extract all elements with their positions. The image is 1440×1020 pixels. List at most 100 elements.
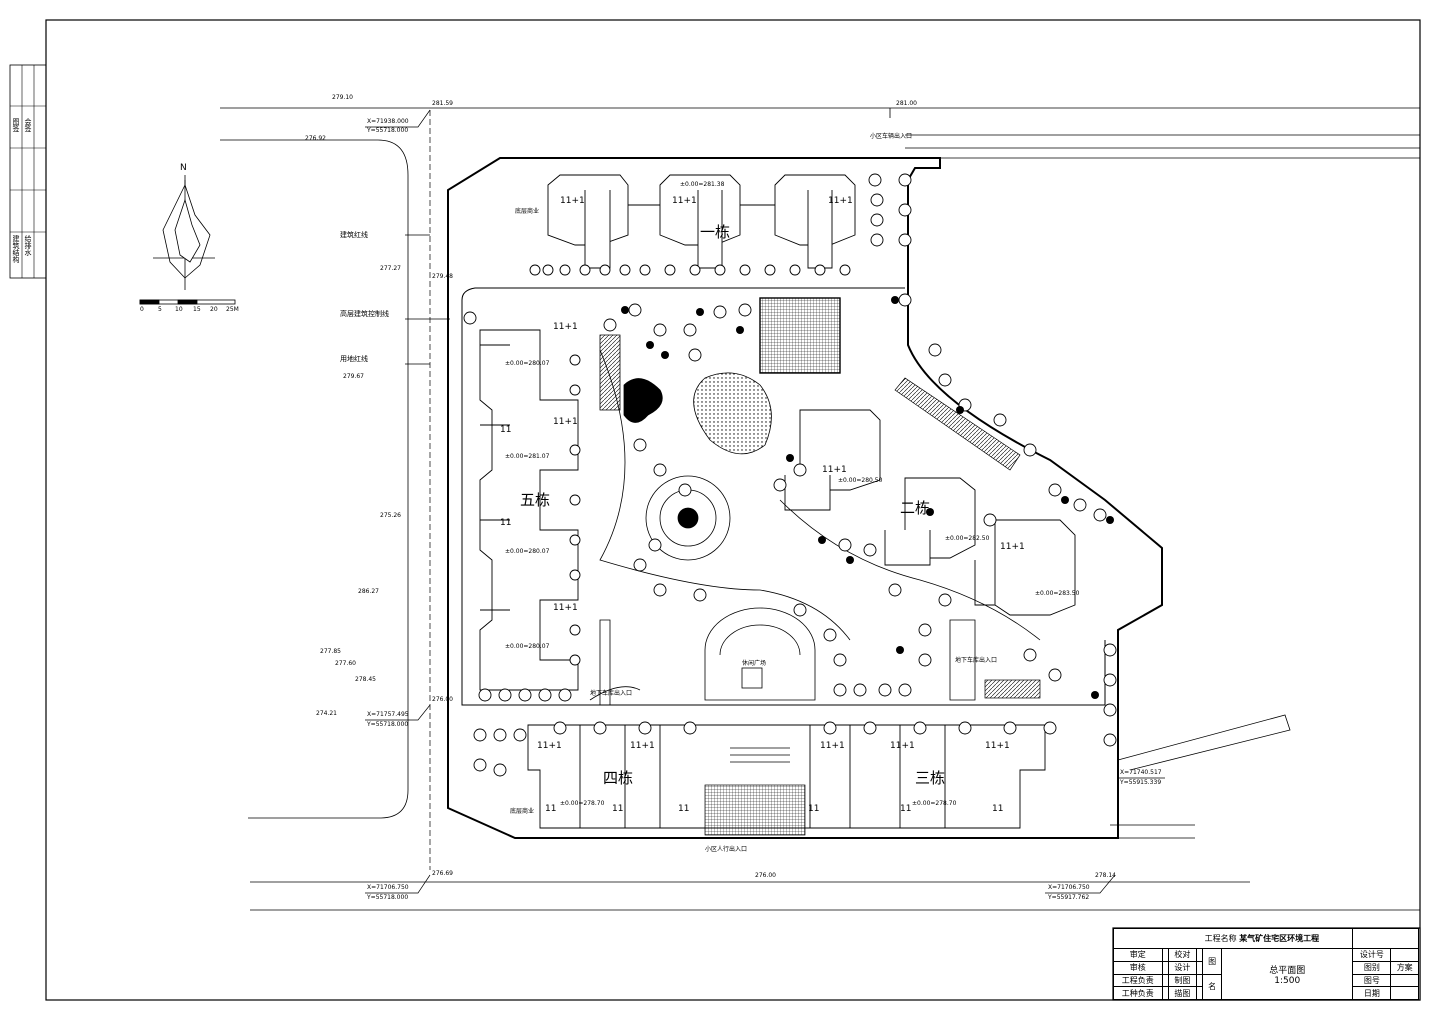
field-value	[1390, 986, 1419, 1000]
tower-floors: 11+1	[828, 196, 853, 206]
elevation-label: 276.69	[432, 870, 453, 877]
scale-bar	[139, 299, 236, 305]
west-level: ±0.00=280.07	[505, 643, 550, 650]
compass-rose	[153, 175, 215, 290]
south-unit: 11+1	[890, 741, 915, 751]
coord-y: Y=55915.339	[1120, 779, 1162, 786]
dark-trees	[621, 296, 1114, 699]
east-unit: 11+1	[822, 465, 847, 475]
block-five-label: 五栋	[520, 491, 551, 509]
field-label: 图号	[1352, 973, 1392, 988]
elevation-label: 281.00	[896, 100, 917, 107]
scale-tick: 20	[210, 306, 218, 313]
elevation-label: 278.45	[355, 676, 376, 683]
drawing-name: 总平面图	[1269, 965, 1306, 976]
elevation-label: 278.14	[1095, 872, 1116, 879]
title-block: 工程名称 某气矿住宅区环境工程 审定 校对 图 总平面图 1:500 设计号 审…	[1112, 928, 1419, 1000]
inner-boundary	[461, 287, 1106, 706]
legend-red-line-label: 建筑红线	[340, 231, 368, 239]
role-label: 制图	[1168, 973, 1197, 988]
field-label: 日期	[1352, 986, 1392, 1000]
role-label: 设计	[1168, 960, 1197, 975]
scale-tick: 15	[193, 306, 201, 313]
block-four-label: 四栋	[603, 769, 634, 787]
east-level: ±0.00=283.50	[1035, 590, 1080, 597]
strip-label-3: 建筑结构	[12, 235, 20, 263]
plaza-label: 休闲广场	[742, 660, 767, 667]
south-lower: 11	[612, 804, 624, 814]
legend-land-line-label: 用地红线	[340, 355, 368, 363]
elevation-label: 275.26	[380, 512, 401, 519]
scale-tick: 0	[140, 306, 144, 313]
west-unit: 11	[500, 425, 512, 435]
south-plaza-hatch	[704, 784, 806, 836]
south-unit: 11+1	[630, 741, 655, 751]
east-level: ±0.00=282.50	[945, 535, 990, 542]
south-lower: 11	[545, 804, 557, 814]
coord-x: X=71706.750	[1048, 884, 1090, 891]
strip-label-4: 给排水	[24, 235, 32, 256]
block-two-label: 二栋	[900, 499, 931, 517]
garage-right-label: 地下车库出入口	[955, 657, 998, 664]
drawing-border	[45, 19, 1421, 1001]
elevation-label: 274.21	[316, 710, 337, 717]
west-level: ±0.00=280.07	[505, 360, 550, 367]
left-signoff-strip	[9, 64, 47, 279]
south-steps	[730, 747, 790, 763]
east-unit: 11+1	[1000, 542, 1025, 552]
field-value	[1390, 948, 1419, 962]
coord-x: X=71938.000	[367, 118, 409, 125]
east-level: ±0.00=280.50	[838, 477, 883, 484]
south-level: ±0.00=278.70	[912, 800, 957, 807]
coord-y: Y=55917.762	[1048, 894, 1090, 901]
south-lower: 11	[900, 804, 912, 814]
elevation-label: 277.85	[320, 648, 341, 655]
elevation-label: 286.27	[358, 588, 379, 595]
legend-highrise-label: 高层建筑控制线	[340, 310, 389, 318]
south-lower: 11	[678, 804, 690, 814]
tower-floors: 11+1	[672, 196, 697, 206]
block-three-label: 三栋	[915, 769, 946, 787]
east-buildings	[784, 409, 1076, 616]
coord-x: X=71740.517	[1120, 769, 1162, 776]
legend-line-markers	[405, 110, 450, 870]
site-boundary	[447, 157, 1163, 839]
west-unit: 11+1	[553, 322, 578, 332]
project-name: 某气矿住宅区环境工程	[1239, 934, 1320, 943]
west-level: ±0.00=280.07	[505, 548, 550, 555]
diagonal-parking	[894, 377, 1021, 471]
elevation-label: 276.92	[305, 135, 326, 142]
garage-left-label: 地下车库出入口	[590, 690, 633, 697]
parking-hatch-top	[759, 297, 841, 374]
scale-tick: 5	[158, 306, 162, 313]
drawing-name-label-top: 图	[1202, 948, 1223, 975]
south-unit: 11+1	[537, 741, 562, 751]
south-unit: 11+1	[985, 741, 1010, 751]
coordinate-leaders	[365, 109, 1165, 894]
field-label: 图别	[1352, 960, 1392, 975]
south-buildings	[527, 724, 1046, 829]
north-towers	[547, 174, 856, 269]
field-value	[1390, 973, 1419, 988]
drawing-scale: 1:500	[1274, 975, 1301, 986]
coord-x: X=71706.750	[367, 884, 409, 891]
block-one-label: 一栋	[700, 223, 731, 241]
central-garden	[589, 334, 1041, 706]
coord-y: Y=55718.000	[367, 127, 409, 134]
elevation-label: 279.67	[343, 373, 364, 380]
west-unit: 11	[500, 518, 512, 528]
role-label: 审核	[1113, 960, 1163, 975]
role-label: 工种负责	[1113, 986, 1163, 1000]
role-label: 校对	[1168, 948, 1197, 962]
project-label: 工程名称	[1204, 934, 1237, 943]
north-letter: N	[180, 163, 187, 173]
shops-nw-label: 底层商业	[515, 208, 540, 215]
elevation-label: 279.10	[332, 94, 353, 101]
elevation-label: 279.48	[432, 273, 453, 280]
west-buildings	[479, 329, 579, 691]
role-label: 工程负责	[1113, 973, 1163, 988]
role-label: 审定	[1113, 948, 1163, 962]
tower-floors: 11+1	[560, 196, 585, 206]
north-entrance-label: 小区车辆出入口	[870, 133, 913, 140]
